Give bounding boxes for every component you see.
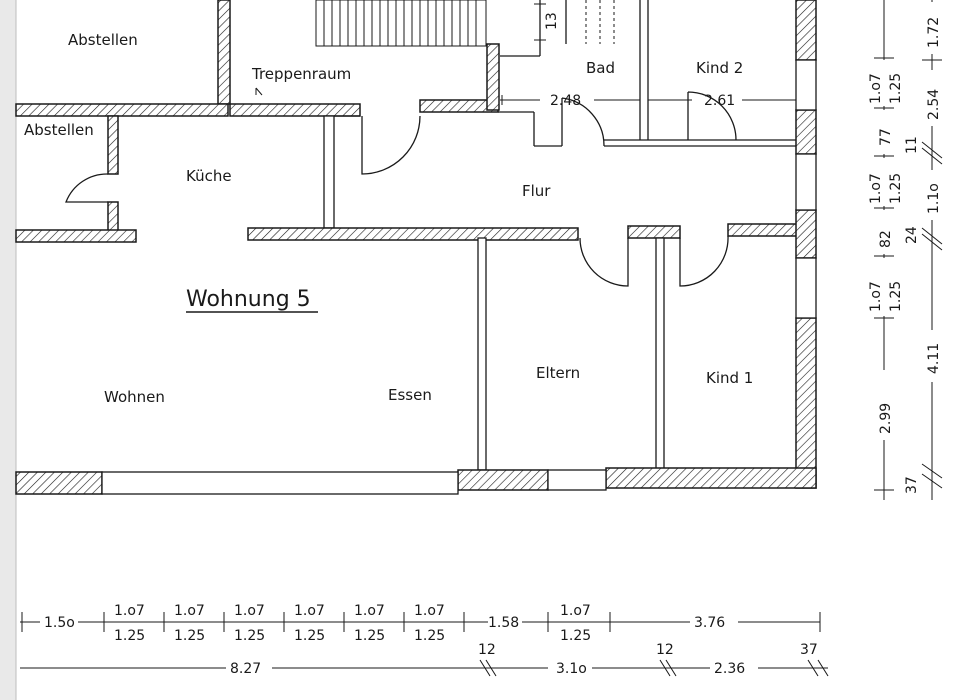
dim-r-w1-bottom: 1.25 bbox=[888, 73, 904, 104]
dim-r2-d: 1.1o bbox=[926, 183, 942, 214]
room-kind2: Kind 2 bbox=[696, 59, 743, 77]
dim-r-p1: 77 bbox=[878, 128, 894, 146]
dim-r-p2: 82 bbox=[878, 230, 894, 248]
room-eltern: Eltern bbox=[536, 364, 580, 382]
stairs bbox=[315, 0, 615, 47]
dim-w1-bottom: 1.25 bbox=[114, 628, 145, 644]
dim-w7-top: 1.o7 bbox=[560, 603, 591, 619]
dim-row2-d: 12 bbox=[656, 642, 674, 658]
dim-r2-c: 11 bbox=[904, 136, 920, 154]
dim-row2-e: 2.36 bbox=[714, 661, 745, 677]
dim-w3-top: 1.o7 bbox=[234, 603, 265, 619]
dim-r2-e: 24 bbox=[904, 226, 920, 244]
kind2-width-label: 2.61 bbox=[704, 93, 735, 109]
dim-w6-top: 1.o7 bbox=[414, 603, 445, 619]
dim-w5-bottom: 1.25 bbox=[354, 628, 385, 644]
stair-arrow-icon bbox=[255, 87, 263, 96]
room-kueche: Küche bbox=[186, 167, 232, 185]
paper-edge bbox=[0, 0, 16, 700]
dim-start: 1.5o bbox=[44, 615, 75, 631]
inner-dimensions: 2.48 2.61 13 bbox=[500, 12, 797, 109]
room-abstellen-left: Abstellen bbox=[24, 121, 94, 139]
dim-r-w1-top: 1.o7 bbox=[868, 73, 884, 104]
dimension-row-2: 8.27 12 3.1o 12 2.36 37 bbox=[20, 642, 829, 677]
dim-w5-top: 1.o7 bbox=[354, 603, 385, 619]
dim-w1-top: 1.o7 bbox=[114, 603, 145, 619]
dim-row2-f: 37 bbox=[800, 642, 818, 658]
dim-r2-a: 1.72 bbox=[926, 17, 942, 48]
dim-r2-g: 37 bbox=[904, 476, 920, 494]
walls bbox=[15, 0, 817, 495]
room-bad: Bad bbox=[586, 59, 615, 77]
dim-r-p3: 2.99 bbox=[878, 403, 894, 434]
dimension-row-1: 1.5o 1.o7 1.25 1.o7 1.25 1.o7 1.25 1.o7 … bbox=[20, 603, 821, 644]
dim-w7-bottom: 1.25 bbox=[560, 628, 591, 644]
stair-step-label: 13 bbox=[544, 12, 560, 30]
room-kind1: Kind 1 bbox=[706, 369, 753, 387]
dim-mid: 1.58 bbox=[488, 615, 519, 631]
dimension-col-1: 1.o7 1.25 77 1.o7 1.25 82 1.o7 1.25 2.99 bbox=[866, 0, 904, 500]
doors bbox=[65, 91, 737, 287]
room-flur: Flur bbox=[522, 182, 551, 200]
dim-r-w2-bottom: 1.25 bbox=[888, 173, 904, 204]
dim-w2-top: 1.o7 bbox=[174, 603, 205, 619]
dim-w3-bottom: 1.25 bbox=[234, 628, 265, 644]
room-essen: Essen bbox=[388, 386, 432, 404]
dim-r2-b: 2.54 bbox=[926, 89, 942, 120]
dim-r2-f: 4.11 bbox=[926, 343, 942, 374]
dim-w6-bottom: 1.25 bbox=[414, 628, 445, 644]
room-treppenraum: Treppenraum bbox=[251, 65, 351, 83]
dim-r-w3-bottom: 1.25 bbox=[888, 281, 904, 312]
dim-w2-bottom: 1.25 bbox=[174, 628, 205, 644]
dimension-col-2: 1.72 2.54 11 1.1o 24 4.11 37 bbox=[904, 0, 948, 500]
dim-r-w3-top: 1.o7 bbox=[868, 281, 884, 312]
apartment-title: Wohnung 5 bbox=[186, 287, 311, 312]
room-abstellen-top: Abstellen bbox=[68, 31, 138, 49]
dim-w4-bottom: 1.25 bbox=[294, 628, 325, 644]
dim-r-w2-top: 1.o7 bbox=[868, 173, 884, 204]
room-wohnen: Wohnen bbox=[104, 388, 165, 406]
dim-row2-a: 8.27 bbox=[230, 661, 261, 677]
dim-end: 3.76 bbox=[694, 615, 725, 631]
dim-row2-c: 3.1o bbox=[556, 661, 587, 677]
dim-row2-b: 12 bbox=[478, 642, 496, 658]
bad-width-label: 2.48 bbox=[550, 93, 581, 109]
dim-w4-top: 1.o7 bbox=[294, 603, 325, 619]
room-labels: Abstellen Treppenraum Bad Kind 2 Abstell… bbox=[24, 31, 753, 406]
